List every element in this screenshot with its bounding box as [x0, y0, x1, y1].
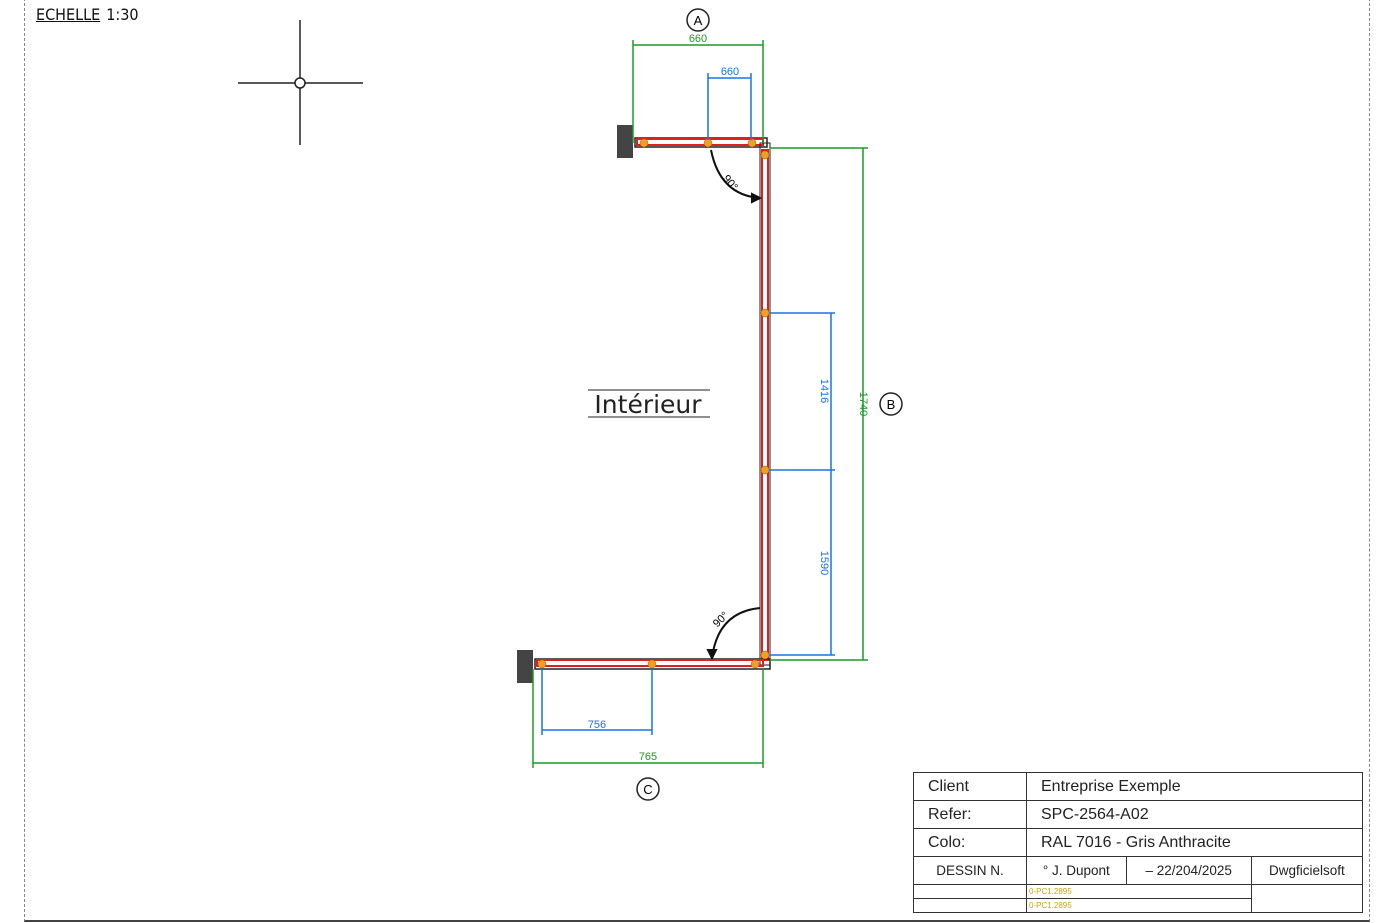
ref-value: SPC-2564-A02	[1026, 800, 1363, 829]
color-value: RAL 7016 - Gris Anthracite	[1026, 828, 1363, 857]
dim-top-partial: 660	[721, 66, 739, 78]
room-label: Intérieur	[594, 390, 702, 419]
dim-right-upper: 1416	[818, 379, 830, 403]
color-label: Colo:	[913, 828, 1027, 857]
ref-label: Refer:	[913, 800, 1027, 829]
client-label: Client	[913, 772, 1027, 801]
dim-right-total: 1740	[857, 392, 869, 416]
wall-block-bottom	[517, 650, 533, 683]
dim-right-lower: 1590	[818, 551, 830, 575]
door-swing-bottom	[706, 607, 761, 661]
dim-partial	[541, 73, 835, 735]
author: ° J. Dupont	[1026, 856, 1127, 885]
dim-top-total: 660	[689, 33, 707, 45]
hinges	[537, 138, 770, 669]
drawing-frame	[24, 0, 1370, 922]
drawing-label: DESSIN N.	[913, 856, 1027, 885]
wall-block-top	[617, 125, 633, 158]
door-angle-bottom: 90°	[711, 610, 731, 630]
marker-b: B	[887, 397, 896, 412]
panels	[534, 137, 771, 670]
section-markers	[636, 8, 903, 801]
software: Dwgficielsoft	[1250, 856, 1364, 885]
revision-1: 0-PC1.2895	[1026, 884, 1252, 899]
dim-total	[532, 40, 868, 768]
client-value: Entreprise Exemple	[1026, 772, 1363, 801]
dim-bottom-partial: 756	[588, 719, 606, 731]
door-angle-top: 90°	[720, 173, 740, 193]
marker-a: A	[694, 13, 703, 28]
marker-c: C	[643, 782, 652, 797]
date: – 22/204/2025	[1125, 856, 1252, 885]
dim-bottom-total: 765	[639, 751, 657, 763]
crosshair-icon	[238, 20, 363, 145]
revision-2: 0-PC1.2895	[1026, 898, 1252, 913]
door-swing-top	[710, 149, 763, 204]
